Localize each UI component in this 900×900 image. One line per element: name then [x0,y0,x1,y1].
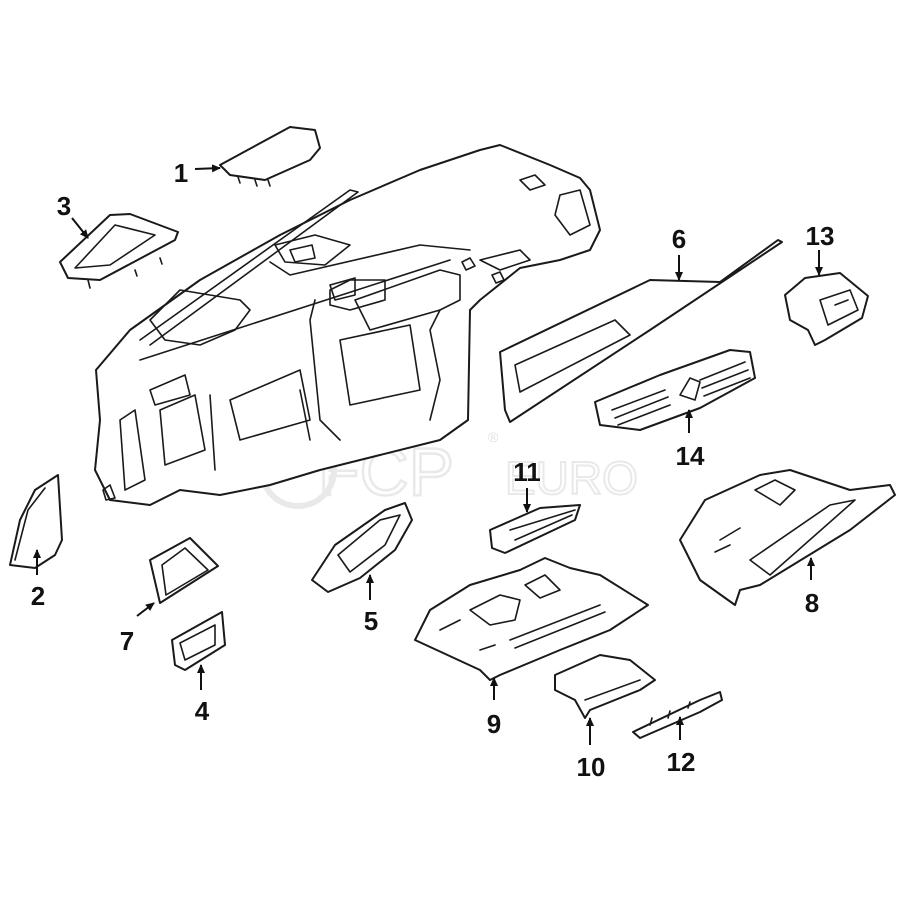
part-3[interactable] [59,213,179,289]
callout-14: 14 [676,441,705,471]
leader-7 [136,602,155,617]
part-8[interactable] [679,469,896,606]
callout-2: 2 [31,581,45,611]
part-7[interactable] [149,537,219,604]
callout-7: 7 [120,626,134,656]
part-13[interactable] [784,272,869,346]
part-1[interactable] [219,126,321,187]
leader-lines [33,164,823,745]
callout-1: 1 [174,158,188,188]
callout-13: 13 [806,221,835,251]
callout-8: 8 [805,588,819,618]
part-11[interactable] [489,504,581,554]
watermark-registered-mark: ® [488,429,499,445]
part-9[interactable] [414,557,649,681]
part-2[interactable] [9,474,63,569]
callout-6: 6 [672,224,686,254]
part-14[interactable] [594,349,756,431]
callout-12: 12 [667,747,696,777]
part-5[interactable] [311,502,413,593]
part-6[interactable] [499,239,783,423]
leader-3 [71,217,89,239]
dashboard-assembly [94,144,601,506]
part-10[interactable] [554,654,656,719]
callout-5: 5 [364,606,378,636]
callout-4: 4 [195,696,210,726]
part-12[interactable] [632,691,723,739]
callout-10: 10 [577,752,606,782]
part-4[interactable] [171,611,226,671]
callout-3: 3 [57,191,71,221]
callout-11: 11 [513,457,541,487]
callouts: 1 2 3 4 5 6 7 8 9 10 11 12 13 14 [31,158,835,782]
leader-1 [194,164,221,173]
callout-9: 9 [487,709,501,739]
